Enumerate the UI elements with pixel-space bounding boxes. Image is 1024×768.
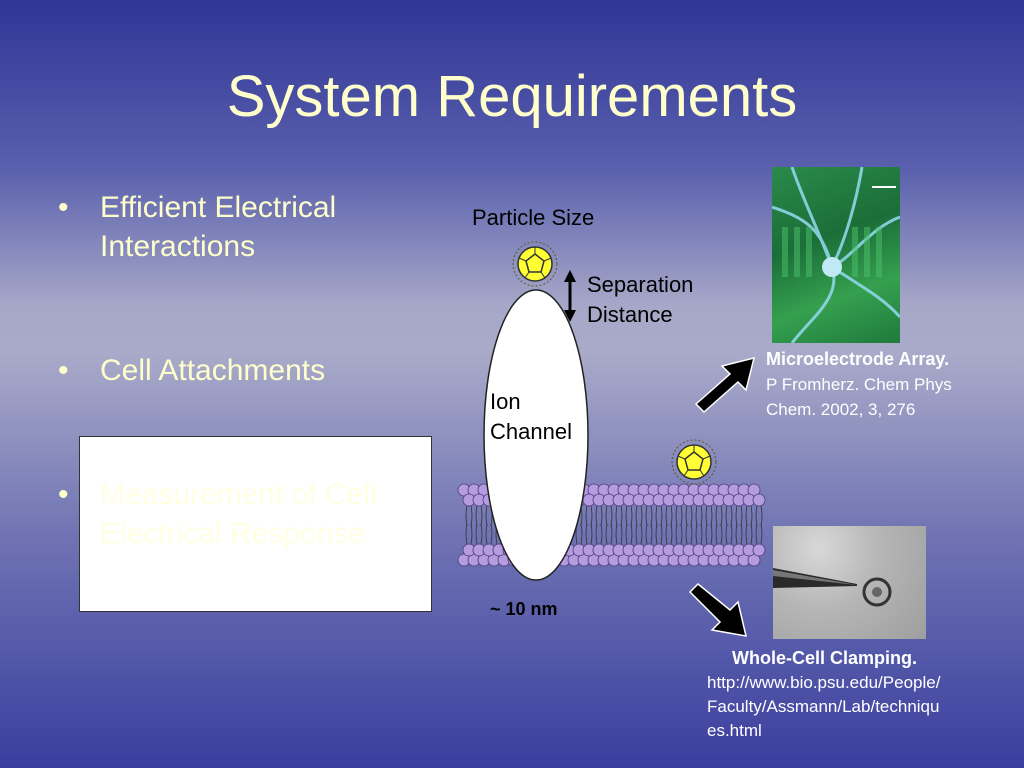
lipid-head xyxy=(747,553,761,567)
lipid-tail xyxy=(655,523,663,545)
slide-title: System Requirements xyxy=(226,64,798,129)
nanoparticle-top xyxy=(512,241,558,287)
ion-channel-shape xyxy=(483,289,589,581)
lipid-tail xyxy=(605,505,613,527)
lipid-tail xyxy=(685,523,693,545)
whole-cell-clamping-photo xyxy=(773,526,926,639)
lipid-tail xyxy=(585,523,593,545)
lipid-tail xyxy=(735,523,743,545)
separation-label-1: Separation xyxy=(587,272,694,297)
lipid-tail xyxy=(585,505,593,527)
lipid-tail xyxy=(595,505,603,527)
separation-arrow xyxy=(564,270,576,322)
lipid-tail xyxy=(705,505,713,527)
lipid-head xyxy=(752,543,766,557)
ion-channel-diagram xyxy=(457,241,766,581)
ion-channel-label-1: Ion xyxy=(490,389,521,414)
white-overlay-box xyxy=(79,436,432,612)
bullet-marker: • xyxy=(58,191,69,224)
particle-size-label: Particle Size xyxy=(472,205,595,230)
separation-label-2: Distance xyxy=(587,302,673,327)
arrow-down-right-icon xyxy=(688,582,747,637)
lipid-tail xyxy=(745,523,753,545)
bullet-marker: • xyxy=(58,354,69,387)
lipid-tail xyxy=(715,523,723,545)
scale-label: ~ 10 nm xyxy=(490,599,558,619)
lipid-tail xyxy=(475,505,483,527)
lipid-tail xyxy=(695,523,703,545)
microelectrode-citation-2: Chem. 2002, 3, 276 xyxy=(766,400,916,419)
lipid-tail xyxy=(655,505,663,527)
bullet-text: Efficient Electrical Interactions xyxy=(100,191,337,263)
lipid-tail xyxy=(615,505,623,527)
whole-cell-caption-title: Whole-Cell Clamping. xyxy=(732,648,918,668)
lipid-tail xyxy=(465,523,473,545)
lipid-tail xyxy=(735,505,743,527)
microelectrode-caption-title: Microelectrode Array. xyxy=(766,349,950,369)
lipid-head xyxy=(752,493,766,507)
whole-cell-url-1: http://www.bio.psu.edu/People/ xyxy=(707,673,941,692)
lipid-tail xyxy=(715,505,723,527)
lipid-tail xyxy=(665,523,673,545)
ion-channel-label-2: Channel xyxy=(490,419,572,444)
lipid-tail xyxy=(595,523,603,545)
lipid-tail xyxy=(625,523,633,545)
arrow-up-right-icon xyxy=(694,356,756,414)
bullet-marker: • xyxy=(58,478,69,511)
lipid-tail xyxy=(465,505,473,527)
lipid-tail xyxy=(645,523,653,545)
lipid-tail xyxy=(645,505,653,527)
lipid-tail xyxy=(705,523,713,545)
lipid-tail xyxy=(755,505,763,527)
lipid-tail xyxy=(675,505,683,527)
microelectrode-photo xyxy=(772,167,900,343)
bullet-text-obscured: Measurement of Cell Electrical Response xyxy=(100,478,377,550)
bullet-text: Cell Attachments xyxy=(100,354,326,387)
whole-cell-url-2: Faculty/Assmann/Lab/techniqu xyxy=(707,697,940,716)
nanoparticle-right xyxy=(671,439,717,485)
lipid-tail xyxy=(615,523,623,545)
microelectrode-citation-1: P Fromherz. Chem Phys xyxy=(766,375,952,394)
lipid-tail xyxy=(695,505,703,527)
lipid-tail xyxy=(485,523,493,545)
lipid-tail xyxy=(685,505,693,527)
lipid-tail xyxy=(665,505,673,527)
lipid-tail xyxy=(625,505,633,527)
lipid-tail xyxy=(475,523,483,545)
lipid-tail xyxy=(635,523,643,545)
lipid-tail xyxy=(725,523,733,545)
whole-cell-url-3: es.html xyxy=(707,721,762,740)
lipid-tail xyxy=(755,523,763,545)
lipid-head xyxy=(747,483,761,497)
lipid-tail xyxy=(635,505,643,527)
lipid-tail xyxy=(675,523,683,545)
lipid-tail xyxy=(725,505,733,527)
lipid-tail xyxy=(605,523,613,545)
lipid-tail xyxy=(745,505,753,527)
